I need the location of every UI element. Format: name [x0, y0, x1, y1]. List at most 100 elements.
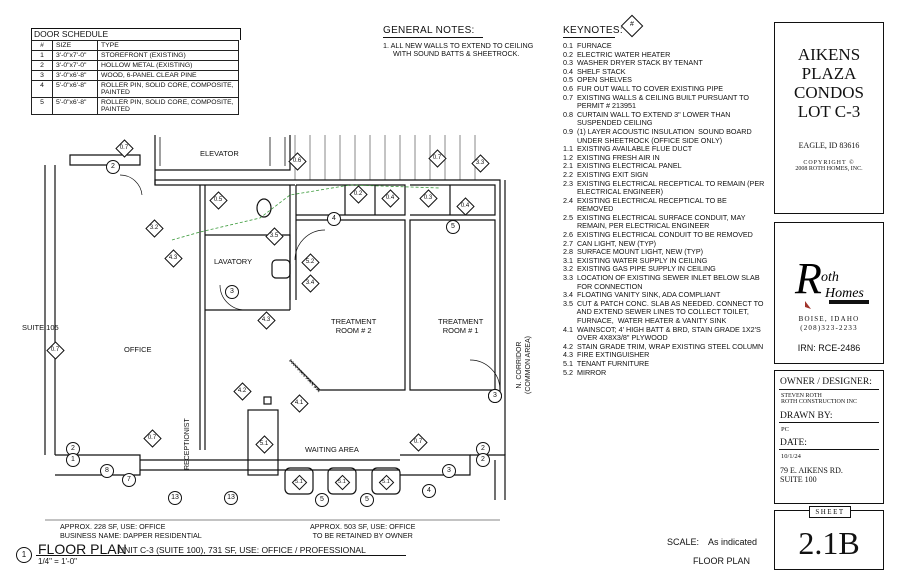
keynote-tag: 0.7	[46, 341, 65, 360]
closet-wall	[296, 184, 406, 216]
furniture-tag: 5.1	[378, 474, 395, 491]
copyright-line: 2008 ROTH HOMES, INC.	[795, 166, 863, 172]
svg-text:R: R	[794, 254, 822, 303]
door-schedule-table: # SIZE TYPE 1 3'-0"x7'-0" STOREFRONT (EX…	[31, 40, 239, 115]
keynotes-underline	[563, 37, 615, 38]
furniture-tag-label: 5.1	[382, 479, 390, 485]
view-scale: 1/4" = 1'-0"	[38, 557, 78, 566]
keynotes-title: KEYNOTES:	[563, 25, 623, 36]
room-label-receptionist: RECEPTIONIST	[184, 418, 191, 470]
waiting-chair	[284, 467, 314, 495]
svg-text:oth: oth	[821, 270, 839, 285]
keynote-item: 4.3 FIRE EXTINGUISHER	[563, 350, 650, 360]
keynote-item: 0.4 SHELF STACK	[563, 66, 626, 76]
closet-wall	[410, 184, 496, 216]
keynote-tag: 0.6	[288, 152, 307, 171]
door-mark-icon: 2	[106, 160, 120, 174]
keynote-item: 0.3 WASHER DRYER STACK BY TENANT	[563, 58, 703, 68]
door-mark-icon: 3	[442, 464, 456, 478]
keynote-item: REMAIN, PER ELECTRICAL ENGINEER	[563, 221, 710, 231]
keynote-item: FURNACE, WATER HEATER & VANITY SINK	[563, 316, 727, 325]
keynote-tag-label: 4.3	[168, 255, 178, 261]
lavatory-wall	[205, 234, 291, 311]
keynote-item: 2.4 EXISTING ELECTRICAL RECEPTICAL TO BE	[563, 195, 727, 205]
keynote-tag: 0.4	[381, 189, 400, 208]
keynote-tag: 0.3	[419, 189, 438, 208]
keynote-item: 3.4 FLOATING VANITY SINK, ADA COMPLIANT	[563, 290, 721, 300]
keynote-item: 3.5 CUT & PATCH CONC. SLAB AS NEEDED. CO…	[563, 298, 764, 308]
keynote-tag: 0.7	[143, 429, 162, 448]
keynote-item: 0.9 (1) LAYER ACOUSTIC INSULATION SOUND …	[563, 126, 752, 136]
furniture-tag-label: 5.1	[338, 479, 346, 485]
sheet-block: SHEET 2.1B	[774, 506, 884, 570]
door-swing	[294, 229, 326, 261]
logo-city: BOISE, IDAHO	[798, 315, 860, 323]
furniture-tag: 5.1	[291, 474, 308, 491]
storefront-right	[400, 454, 471, 476]
reception-desk	[247, 409, 279, 476]
general-notes-title: GENERAL NOTES:	[383, 25, 475, 36]
keynote-tag-label: 0.4	[385, 195, 395, 201]
keynote-tag: 0.4	[456, 197, 475, 216]
copyright-line: COPYRIGHT ©	[803, 160, 855, 166]
keynote-item: OVER 4X8X3/8" PLYWOOD	[563, 333, 668, 343]
door-swing	[119, 174, 143, 196]
keynote-tag: 0.5	[209, 191, 228, 210]
treatment-room-2-wall	[289, 219, 406, 391]
keynote-tag: 3.2	[145, 219, 164, 238]
keynote-tag: 0.7	[409, 433, 428, 452]
keynote-item: 0.5 OPEN SHELVES	[563, 75, 632, 85]
door-mark-icon: 2	[476, 453, 490, 467]
waiting-chair	[371, 467, 401, 495]
door-swing	[219, 284, 246, 311]
door-mark-icon: 4	[327, 212, 341, 226]
keynote-item: 4.2 STAIN GRADE TRIM, WRAP EXISTING STEE…	[563, 341, 764, 351]
curtain-wall-hatch	[288, 358, 322, 394]
owner-block: OWNER / DESIGNER: STEVEN ROTH ROTH CONST…	[774, 370, 884, 504]
general-notes-underline	[383, 37, 483, 38]
keynote-tag-label: 4.1	[294, 400, 304, 406]
waiting-chair	[327, 467, 357, 495]
door-mark-icon: 5	[315, 493, 329, 507]
owner-label: OWNER / DESIGNER:	[780, 377, 872, 387]
project-name-line: PLAZA	[801, 64, 857, 83]
keynote-tag-label: 0.7	[432, 155, 442, 161]
door-schedule: DOOR SCHEDULE # SIZE TYPE 1 3'-0"x7'-0" …	[31, 28, 241, 115]
keynote-tag: 0.7	[428, 149, 447, 168]
elevator-wall	[154, 135, 295, 186]
keynote-item: 3.2 EXISTING GAS PIPE SUPPLY IN CEILING	[563, 264, 716, 274]
toilet	[256, 198, 272, 218]
date-value: 10/1/24	[781, 453, 801, 460]
keynote-item: SUSPENDED CEILING	[563, 118, 653, 128]
suite-105-wall	[44, 165, 56, 455]
keynote-item: REMOVED	[563, 204, 614, 214]
keynote-tag-label: 0.4	[460, 203, 470, 209]
view-subtitle: UNIT C-3 (SUITE 100), 731 SF, USE: OFFIC…	[118, 545, 366, 555]
door-mark-icon: 7	[122, 473, 136, 487]
keynote-item: 5.1 TENANT FURNITURE	[563, 358, 649, 368]
svg-text:Homes: Homes	[824, 286, 864, 301]
keynote-tag-label: 0.5	[213, 197, 223, 203]
room-label-waiting: WAITING AREA	[305, 445, 359, 454]
date-label: DATE:	[780, 438, 807, 448]
furniture-tag: 5.1	[334, 474, 351, 491]
logo-block: R oth Homes BOISE, IDAHO (208)323-2233 I…	[774, 222, 884, 364]
room-label-elevator: ELEVATOR	[200, 149, 239, 158]
project-name-line: LOT C-3	[797, 102, 861, 121]
keynote-item: 5.2 MIRROR	[563, 367, 607, 377]
logo-phone: (208)323-2233	[800, 324, 858, 332]
keynote-tag: 5.1	[255, 435, 274, 454]
door-mark-icon: 3	[225, 285, 239, 299]
office-wall	[199, 185, 206, 450]
elevator-inner-wall	[159, 137, 286, 166]
door-mark-icon: 3	[488, 389, 502, 403]
keynote-item: 1.2 EXISTING FRESH AIR IN	[563, 152, 660, 162]
keynote-tag-label: 0.7	[119, 145, 129, 151]
keynote-item: 2.5 EXISTING ELECTRICAL SURFACE CONDUIT,…	[563, 212, 746, 222]
owner-line: STEVEN ROTH	[781, 393, 822, 399]
general-notes-item: 1. ALL NEW WALLS TO EXTEND TO CEILING	[383, 41, 534, 50]
lavatory-side-wall	[289, 185, 297, 300]
room-label-suite-105: SUITE 105	[22, 323, 59, 332]
